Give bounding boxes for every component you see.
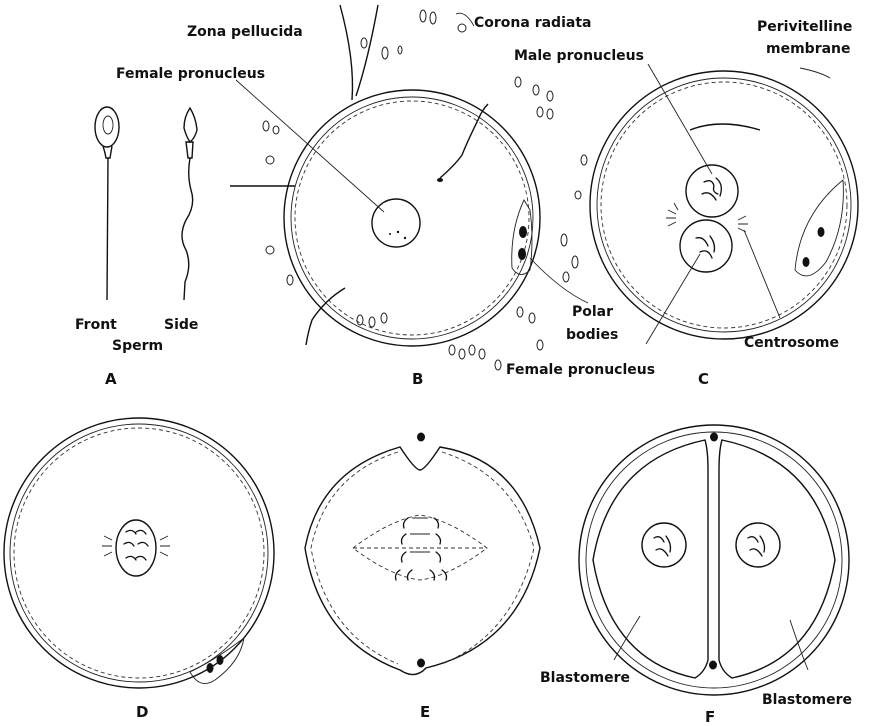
polar-bodies-label-line1: Polar bbox=[572, 304, 613, 320]
blastomere-right-nucleus bbox=[736, 523, 780, 567]
panel-a-sperm: Front Side Sperm A bbox=[75, 107, 198, 388]
sperm-label: Sperm bbox=[112, 338, 163, 354]
leader-corona-radiata bbox=[456, 13, 474, 26]
leader-perivitelline bbox=[800, 68, 830, 78]
panel-e-spindle: E bbox=[305, 433, 540, 722]
centrosome-label: Centrosome bbox=[744, 335, 839, 351]
blastomere-left-cell bbox=[593, 440, 708, 678]
panel-letter-c: C bbox=[698, 370, 709, 388]
panel-f-two-cell: Blastomere Blastomere F bbox=[540, 425, 852, 726]
leader-blastomere-right bbox=[790, 620, 808, 670]
perivitelline-label-line2: membrane bbox=[766, 41, 851, 57]
female-pronucleus-c-label: Female pronucleus bbox=[506, 362, 655, 378]
sperm-side-view bbox=[182, 108, 197, 300]
zona-pellucida-label: Zona pellucida bbox=[187, 24, 303, 40]
sperm-side-label: Side bbox=[164, 317, 198, 333]
leader-polar-bodies bbox=[530, 258, 588, 303]
blastomere-right-cell bbox=[719, 440, 835, 678]
panel-letter-d: D bbox=[136, 703, 148, 721]
centrosome-rays bbox=[666, 203, 748, 232]
polar-bodies-label-line2: bodies bbox=[566, 327, 618, 343]
polar-body-2 bbox=[518, 248, 526, 260]
blastomere-right-label: Blastomere bbox=[762, 692, 852, 708]
sperm-front-view bbox=[95, 107, 119, 300]
leader-centrosome bbox=[744, 230, 780, 318]
corona-radiata-cells bbox=[263, 10, 587, 370]
perivitelline-label-line1: Perivitelline bbox=[757, 19, 852, 35]
chromosomes-metaphase bbox=[396, 518, 447, 580]
sperm-front-label: Front bbox=[75, 317, 117, 333]
corona-radiata-label: Corona radiata bbox=[474, 15, 591, 31]
panel-letter-b: B bbox=[412, 370, 423, 388]
panel-letter-a: A bbox=[105, 370, 117, 388]
panel-letter-e: E bbox=[420, 703, 430, 721]
female-pronucleus-c bbox=[680, 220, 732, 272]
female-pronucleus-b-label: Female pronucleus bbox=[116, 66, 265, 82]
female-pronucleus-b bbox=[372, 199, 420, 247]
spindle-fibers bbox=[353, 515, 487, 580]
panel-c-pronuclei: Male pronucleus Perivitelline membrane C… bbox=[506, 19, 858, 388]
leader-male-pronucleus bbox=[648, 64, 712, 174]
panel-d-zygote: D bbox=[4, 418, 274, 721]
zygote-nucleus bbox=[116, 520, 156, 576]
blastomere-left-label: Blastomere bbox=[540, 670, 630, 686]
male-pronucleus bbox=[686, 165, 738, 217]
polar-body-1 bbox=[519, 226, 527, 238]
leader-female-pronucleus-c bbox=[646, 254, 700, 344]
panel-letter-f: F bbox=[705, 708, 715, 726]
blastomere-left-nucleus bbox=[642, 523, 686, 567]
male-pronucleus-label: Male pronucleus bbox=[514, 48, 644, 64]
